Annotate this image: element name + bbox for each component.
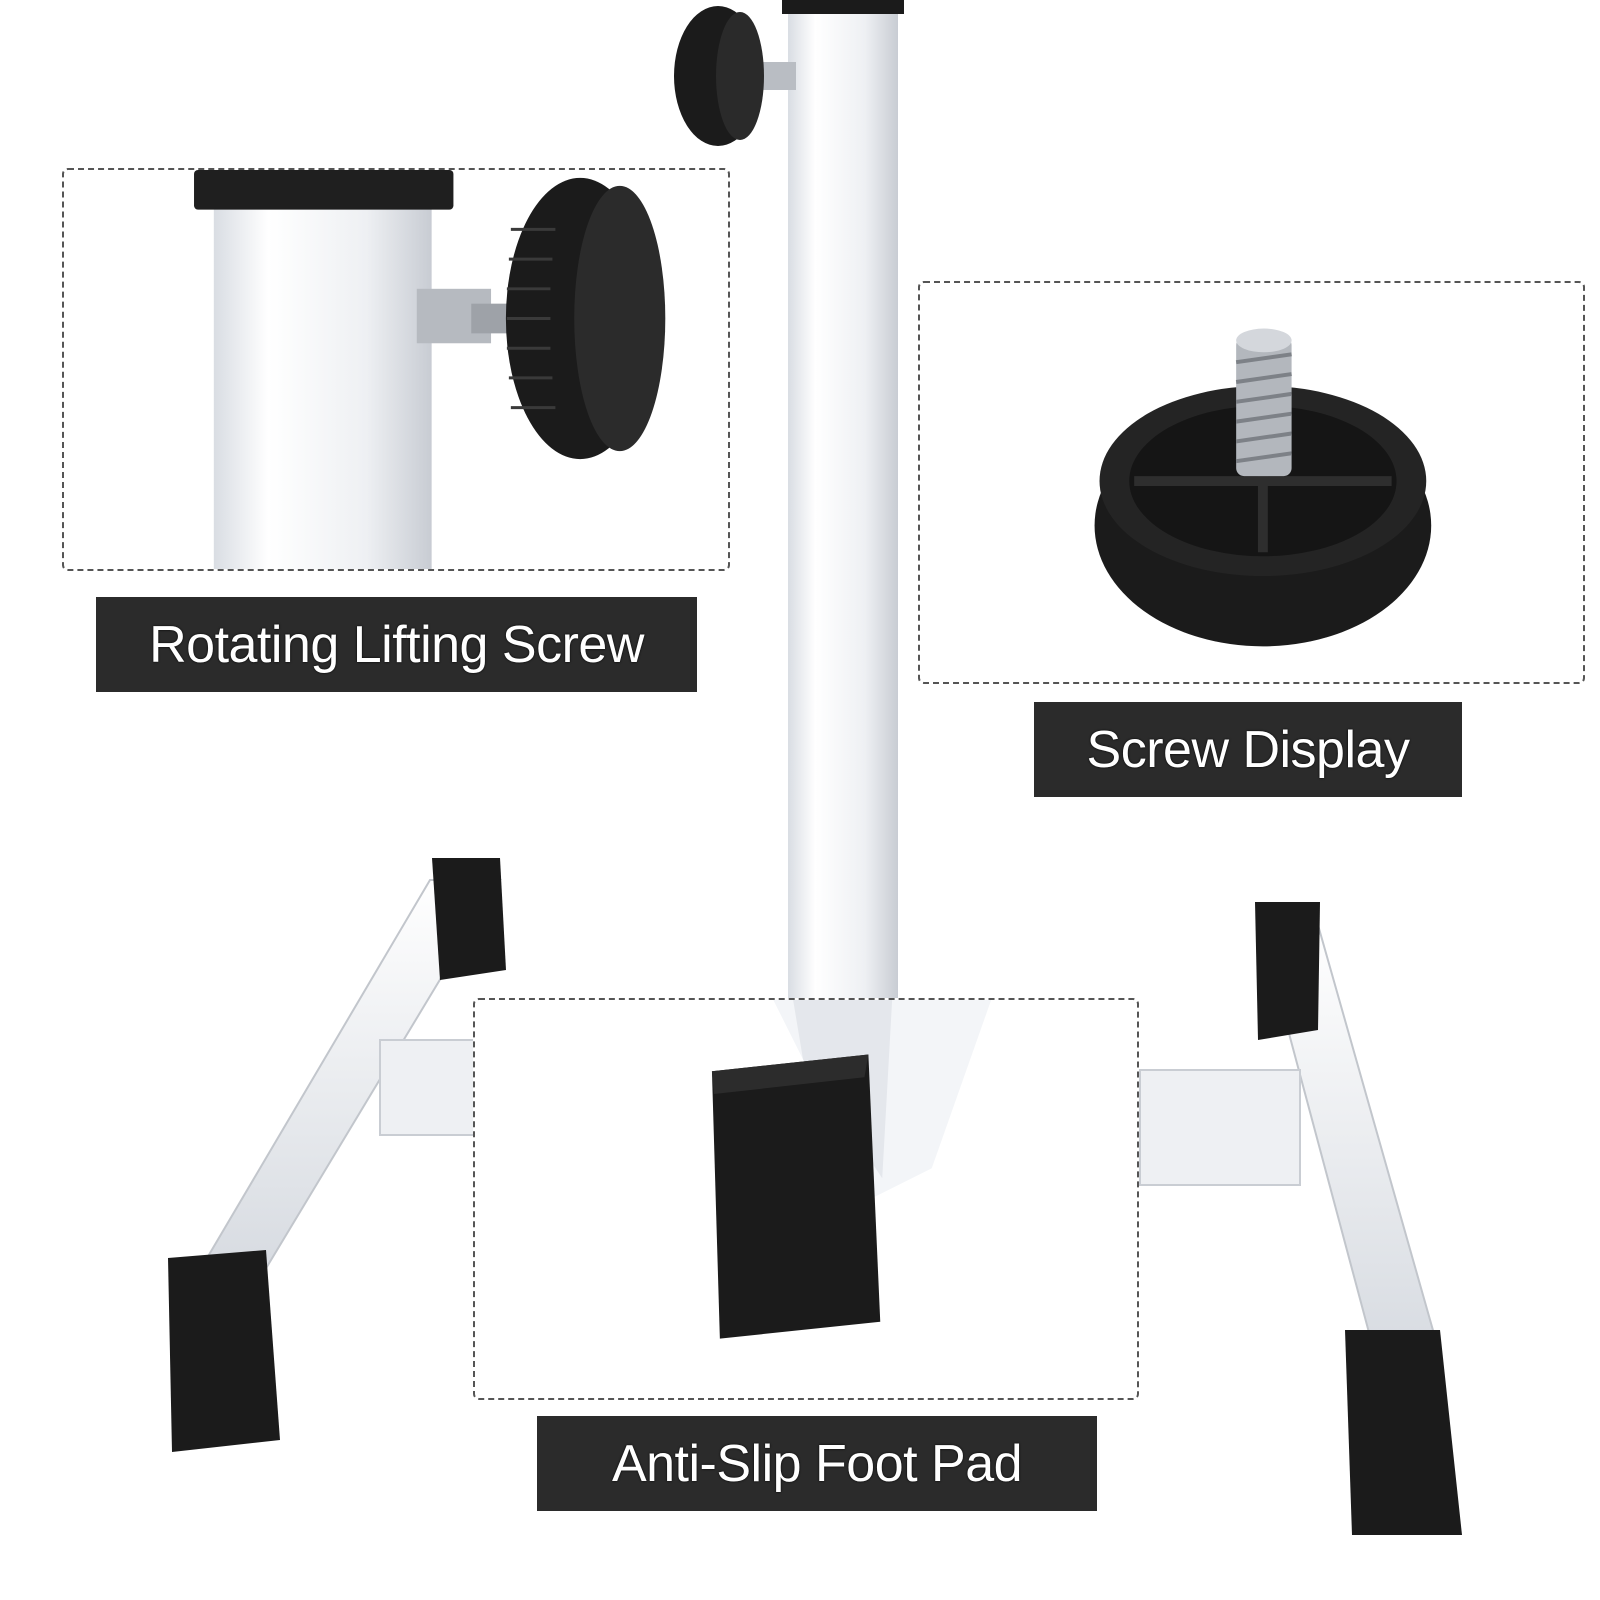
vertical-pole (782, 0, 904, 1010)
left-foot-assembly (168, 858, 511, 1452)
lifting-screw-detail-frame (62, 168, 730, 571)
lifting-screw-label: Rotating Lifting Screw (96, 597, 697, 692)
foot-pad-icon (711, 1000, 992, 1339)
knob-icon (194, 170, 666, 569)
screw-display-detail-frame (918, 281, 1585, 684)
foot-pad-label: Anti-Slip Foot Pad (537, 1416, 1097, 1511)
threaded-screw-icon (1094, 328, 1432, 647)
foot-pad-detail-frame (473, 998, 1139, 1400)
screw-display-label: Screw Display (1034, 702, 1462, 797)
right-foot-assembly (1139, 902, 1462, 1535)
top-knob-icon (674, 6, 796, 146)
